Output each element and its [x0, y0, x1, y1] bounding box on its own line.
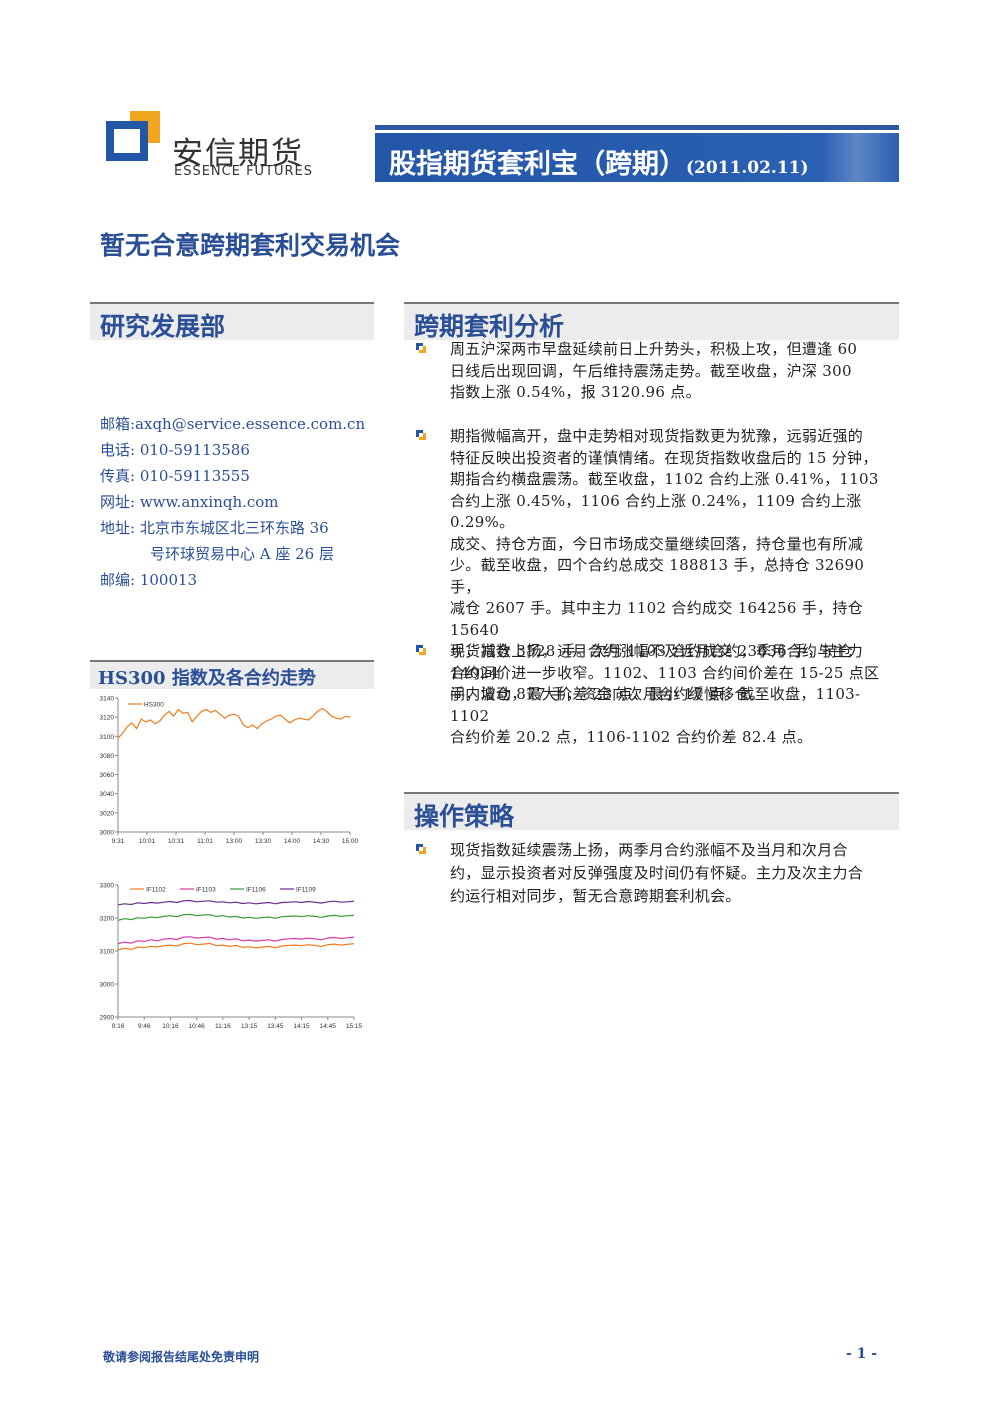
- series-line: [117, 913, 355, 921]
- y-tick-label: 3000: [100, 982, 115, 989]
- x-tick-label: 11:16: [215, 1023, 231, 1030]
- page-number: - 1 -: [846, 1346, 878, 1362]
- text-line: 日线后出现回调，午后维持震荡走势。截至收盘，沪深 300: [450, 361, 852, 380]
- logo-text: 安信期货: [172, 136, 304, 172]
- footer-disclaimer: 敬请参阅报告结尾处免责申明: [103, 1350, 260, 1364]
- text-line: 现货指数上扬，远月合约涨幅不及近月合约，季月合约与主力: [450, 642, 864, 660]
- text-line: 手，减仓 3528 手。次月 1103 合约成交 23636 手，持仓 1402…: [450, 642, 854, 682]
- strategy-title: 操作策略: [414, 802, 515, 831]
- legend-label: IF1109: [296, 887, 316, 894]
- x-tick-label: 14:30: [313, 838, 330, 845]
- chart-section-title: HS300 指数及各合约走势: [98, 668, 316, 689]
- x-tick-label: 14:15: [293, 1023, 310, 1030]
- x-tick-label: 9:31: [112, 838, 125, 845]
- text-line: 合约上涨 0.45%，1106 合约上涨 0.24%，1109 合约上涨 0.2…: [450, 491, 862, 532]
- text-line: 减仓 2607 手。其中主力 1102 合约成交 164256 手，持仓 156…: [450, 599, 864, 639]
- legend-label: HS300: [144, 702, 164, 709]
- text-line: 现货指数延续震荡上扬，两季月合约涨幅不及当月和次月合: [450, 841, 848, 859]
- text-line: 手，增仓 877 手，资金向次月合约缓慢移仓。: [450, 685, 766, 703]
- y-tick-label: 3120: [100, 715, 115, 722]
- x-tick-label: 14:00: [284, 838, 301, 845]
- report-title: 股指期货套利宝（跨期）(2011.02.11): [389, 142, 809, 181]
- x-tick-label: 15:00: [342, 838, 359, 845]
- x-tick-label: 13:00: [226, 838, 243, 845]
- x-tick-label: 9:46: [138, 1023, 151, 1030]
- analysis-paragraph-2: 期指微幅高开，盘中走势相对现货指数更为犹豫，远弱近强的 特征反映出投资者的谨慎情…: [450, 426, 896, 706]
- text-line: 特征反映出投资者的谨慎情绪。在现货指数收盘后的 15 分钟，: [450, 448, 878, 467]
- main-heading: 暂无合意跨期套利交易机会: [100, 231, 401, 260]
- series-line: [117, 707, 351, 739]
- x-tick-label: 9:16: [112, 1023, 125, 1030]
- strategy-paragraph: 现货指数延续震荡上扬，两季月合约涨幅不及当月和次月合 约，显示投资者对反弹强度及…: [450, 839, 896, 908]
- text-line: 约，显示投资者对反弹强度及时间仍有怀疑。主力及次主力合: [450, 864, 864, 882]
- x-tick-label: 11:01: [197, 838, 213, 845]
- report-title-text: 股指期货套利宝（跨期）: [389, 149, 686, 180]
- bullet-icon: [416, 343, 426, 353]
- contact-fax: 传真: 010-59113555: [100, 467, 250, 485]
- y-tick-label: 3100: [100, 949, 115, 956]
- contact-website: 网址: www.anxinqh.com: [100, 493, 279, 511]
- x-tick-label: 15:15: [346, 1023, 363, 1030]
- analysis-paragraph-3: 现货指数上扬，远月合约涨幅不及近月合约，季月合约与主力 合约间价进一步收窄。11…: [450, 641, 896, 749]
- text-line: 成交、持仓方面，今日市场成交量继续回落，持仓量也有所减: [450, 534, 864, 553]
- y-tick-label: 3100: [100, 734, 115, 741]
- x-tick-label: 14:45: [320, 1023, 337, 1030]
- y-tick-label: 3040: [100, 791, 115, 798]
- text-line: 合约价差 20.2 点，1106-1102 合约价差 82.4 点。: [450, 728, 813, 746]
- x-tick-label: 10:01: [139, 838, 156, 845]
- x-tick-label: 13:45: [267, 1023, 284, 1030]
- dept-title: 研究发展部: [100, 312, 226, 341]
- y-tick-label: 3300: [100, 883, 115, 890]
- contact-postcode: 邮编: 100013: [100, 571, 198, 589]
- series-line: [117, 942, 355, 951]
- contact-email: 邮箱:axqh@service.essence.com.cn: [100, 415, 366, 433]
- dept-section-header: 研究发展部: [90, 302, 374, 341]
- report-date: (2011.02.11): [686, 158, 809, 178]
- x-tick-label: 10:16: [162, 1023, 179, 1030]
- text-line: 间内波动，最大价差 23 点、最小 17 点。截至收盘，1103-1102: [450, 685, 861, 725]
- hs300-chart: 3000 3020 3040 3060 3080 3100 3120 3140 9:31 10:0…: [100, 696, 359, 846]
- text-line: 约运行相对同步，暂无合意跨期套利机会。: [450, 887, 741, 905]
- y-tick-label: 3060: [100, 772, 115, 779]
- contracts-chart: 2900 3000 3100 3200 3300 9:16 9:46 10:16 10:46 11…: [100, 883, 363, 1031]
- bullet-icon: [416, 645, 426, 655]
- logo-subtext: ESSENCE FUTURES: [174, 164, 314, 179]
- strategy-section-header: 操作策略: [404, 792, 899, 831]
- contact-address: 地址: 北京市东城区北三环东路 36: [100, 519, 329, 537]
- legend-label: IF1103: [196, 887, 216, 894]
- title-banner: [375, 133, 899, 182]
- chart-section-header: HS300 指数及各合约走势: [90, 660, 374, 689]
- y-tick-label: 3200: [100, 916, 115, 923]
- analysis-section-header: 跨期套利分析: [404, 302, 899, 341]
- x-tick-label: 13:30: [255, 838, 272, 845]
- analysis-paragraph-1: 周五沪深两市早盘延续前日上升势头，积极上攻，但遭逢 60 日线后出现回调，午后维…: [450, 339, 896, 404]
- text-line: 周五沪深两市早盘延续前日上升势头，积极上攻，但遭逢 60: [450, 340, 858, 358]
- text-line: 少。截至收盘，四个合约总成交 188813 手，总持仓 32690 手，: [450, 556, 865, 596]
- y-tick-label: 2900: [100, 1015, 115, 1022]
- y-tick-label: 3020: [100, 810, 115, 817]
- bullet-icon: [416, 844, 426, 854]
- text-line: 期指合约横盘震荡。截至收盘，1102 合约上涨 0.41%，1103: [450, 470, 879, 488]
- legend-label: IF1106: [246, 887, 266, 894]
- contact-address-cont: 号环球贸易中心 A 座 26 层: [150, 545, 334, 563]
- x-tick-label: 10:46: [189, 1023, 206, 1030]
- bullet-icon: [416, 430, 426, 440]
- y-tick-label: 3080: [100, 753, 115, 760]
- contact-phone: 电话: 010-59113586: [100, 441, 250, 459]
- x-tick-label: 10:31: [168, 838, 185, 845]
- y-tick-label: 3140: [100, 696, 115, 703]
- y-tick-label: 3000: [100, 830, 115, 837]
- x-tick-label: 13:15: [241, 1023, 258, 1030]
- text-line: 指数上涨 0.54%，报 3120.96 点。: [450, 383, 701, 401]
- legend-label: IF1102: [146, 887, 166, 894]
- analysis-title: 跨期套利分析: [414, 312, 565, 341]
- text-line: 期指微幅高开，盘中走势相对现货指数更为犹豫，远弱近强的: [450, 427, 864, 445]
- text-line: 合约间价进一步收窄。1102、1103 合约间价差在 15-25 点区: [450, 663, 880, 682]
- series-line: [117, 899, 355, 906]
- banner-top-rule: [375, 125, 899, 130]
- logo-mark-icon: [106, 111, 160, 161]
- series-line: [117, 936, 355, 945]
